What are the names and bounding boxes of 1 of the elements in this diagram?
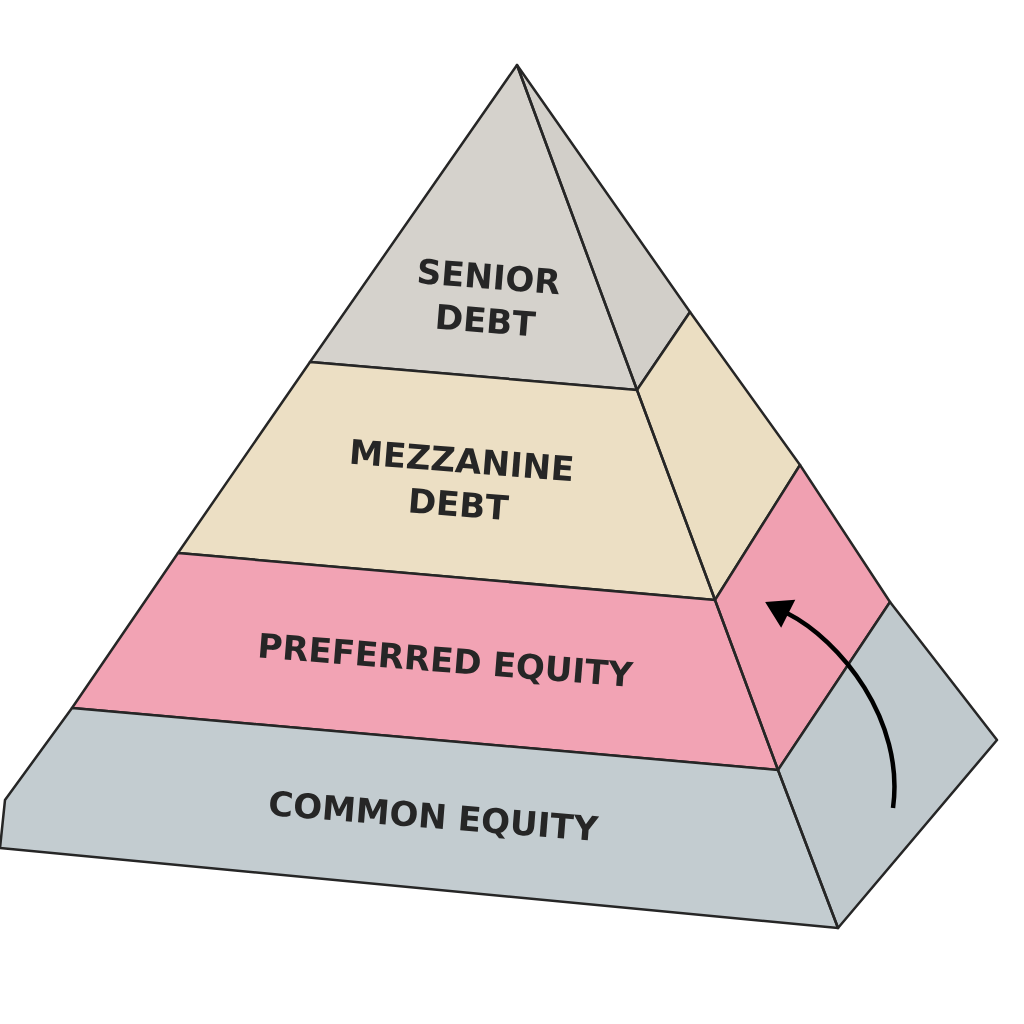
pyramid-band: SENIOR DEBT [308, 63, 692, 392]
